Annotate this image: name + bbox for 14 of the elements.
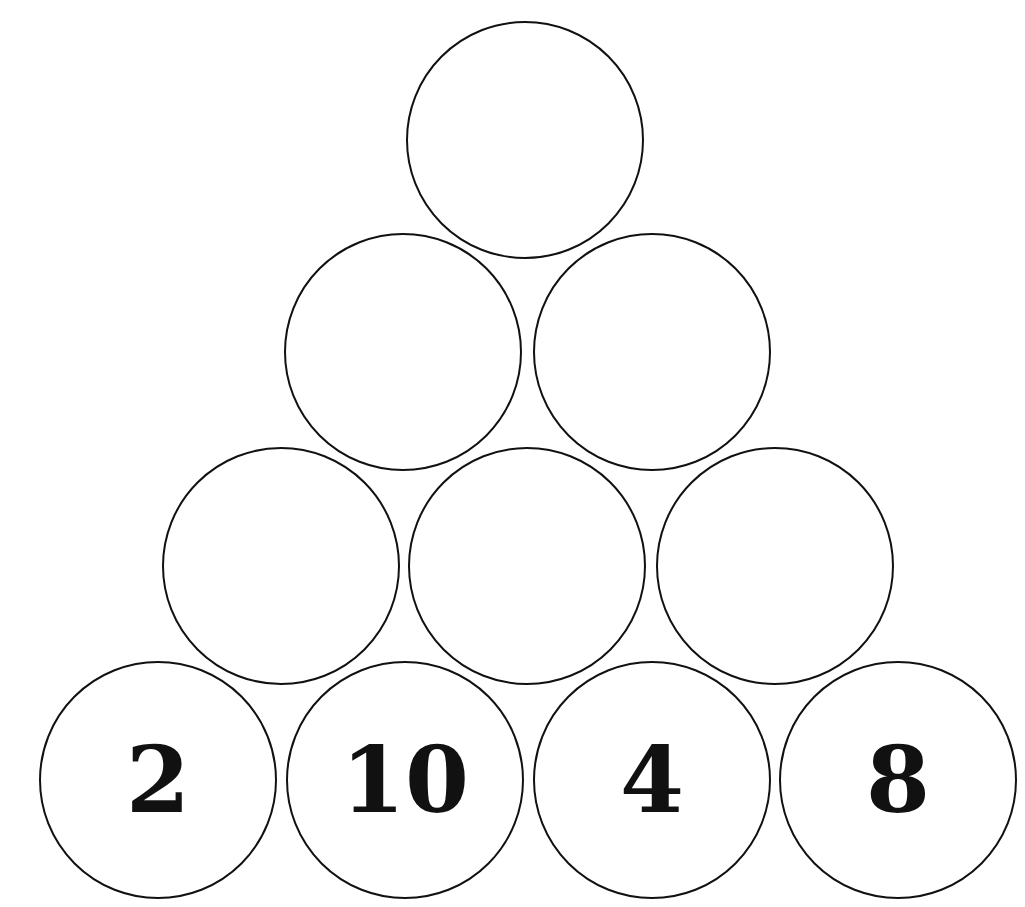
circle [779,661,1017,899]
circle [39,661,277,899]
number: 8 [866,734,930,826]
circle [284,233,522,471]
circle [533,233,771,471]
circle [286,661,524,899]
circle [408,447,646,685]
number: 4 [620,734,684,826]
number: 2 [126,734,190,826]
circle [162,447,400,685]
number: 10 [341,734,469,826]
circle [656,447,894,685]
circle [406,21,644,259]
circle [533,661,771,899]
